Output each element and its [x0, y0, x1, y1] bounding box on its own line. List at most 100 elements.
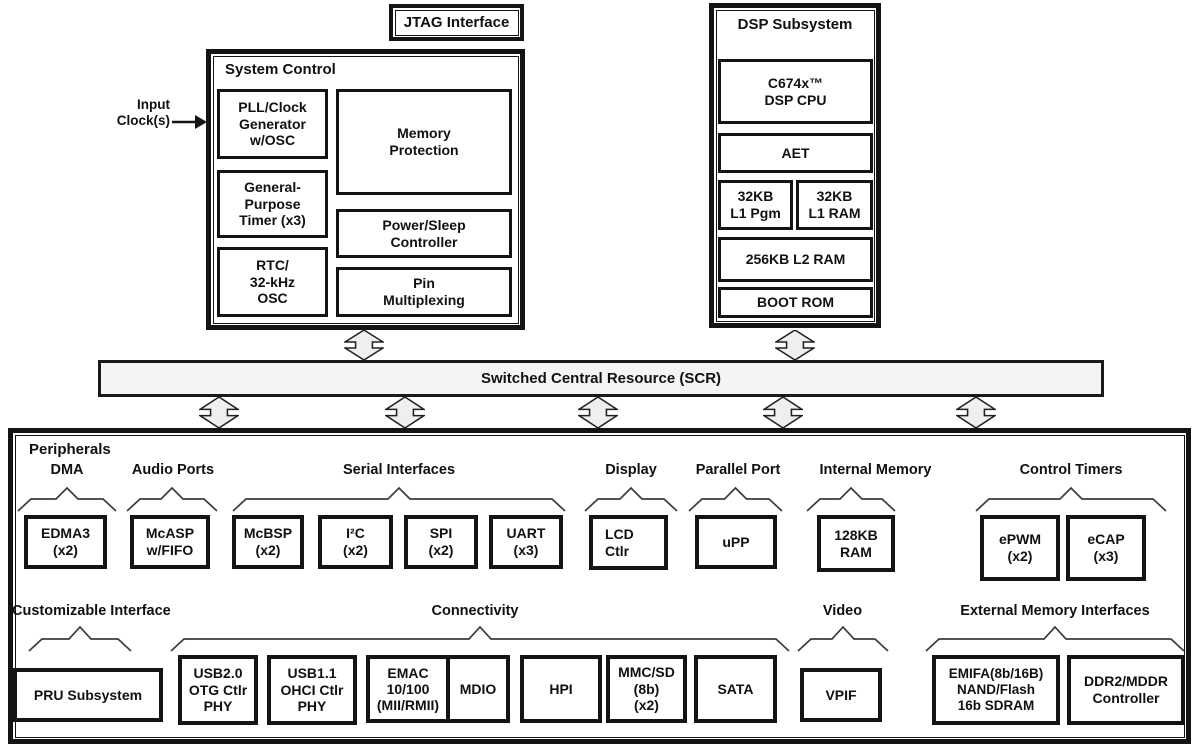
upp-block: uPP — [695, 515, 777, 569]
uart-label: UART (x3) — [506, 525, 546, 558]
l1-ram-block: 32KB L1 RAM — [796, 180, 873, 230]
group-label-audio-ports: Audio Ports — [131, 462, 215, 478]
mcasp-block: McASP w/FIFO — [130, 515, 210, 569]
bidirectional-arrow-icon — [199, 397, 239, 428]
l1-pgm-block: 32KB L1 Pgm — [718, 180, 793, 230]
group-brace-icon — [170, 625, 790, 653]
spi-block: SPI (x2) — [404, 515, 478, 569]
system-control-title: System Control — [225, 61, 336, 78]
emac-label: EMAC 10/100 (MII/RMII) — [376, 664, 440, 714]
group-brace-icon — [688, 486, 783, 513]
group-brace-icon — [584, 486, 678, 513]
mcbsp-label: McBSP (x2) — [243, 525, 293, 558]
usb20-label: USB2.0 OTG Ctlr PHY — [188, 665, 248, 715]
l2-ram-block: 256KB L2 RAM — [718, 237, 873, 282]
gp-timer-block: General- Purpose Timer (x3) — [217, 170, 328, 238]
edma3-label: EDMA3 (x2) — [40, 525, 90, 558]
memory-protection-block: Memory Protection — [336, 89, 512, 195]
power-sleep-controller-block: Power/Sleep Controller — [336, 209, 512, 258]
divider — [446, 659, 450, 719]
group-brace-icon — [232, 486, 566, 513]
i2c-block: I²C (x2) — [318, 515, 393, 569]
aet-block: AET — [718, 133, 873, 173]
group-label-parallel-port: Parallel Port — [695, 462, 781, 478]
l1-ram-label: 32KB L1 RAM — [808, 188, 861, 221]
pru-subsystem-block: PRU Subsystem — [13, 668, 163, 722]
emifa-block: EMIFA(8b/16B) NAND/Flash 16b SDRAM — [932, 655, 1060, 725]
emifa-label: EMIFA(8b/16B) NAND/Flash 16b SDRAM — [948, 666, 1044, 713]
group-label-customizable-interface: Customizable Interface — [12, 603, 171, 619]
bidirectional-arrow-icon — [763, 397, 803, 428]
dsp-subsystem-title: DSP Subsystem — [737, 16, 853, 33]
gp-timer-label: General- Purpose Timer (x3) — [239, 179, 306, 229]
power-sleep-label: Power/Sleep Controller — [382, 216, 466, 250]
ddr2-block: DDR2/MDDR Controller — [1067, 655, 1185, 725]
ecap-block: eCAP (x3) — [1066, 515, 1146, 581]
sata-label: SATA — [717, 680, 754, 697]
mmcsd-label: MMC/SD (8b) (x2) — [618, 664, 675, 714]
bidirectional-arrow-icon — [956, 397, 996, 428]
epwm-label: ePWM (x2) — [999, 531, 1041, 564]
right-arrow-icon — [172, 115, 207, 129]
dsp-cpu-label: C674x™ DSP CPU — [764, 74, 827, 108]
memory-protection-label: Memory Protection — [389, 125, 459, 158]
boot-rom-block: BOOT ROM — [718, 287, 873, 318]
group-label-connectivity: Connectivity — [431, 603, 519, 619]
peripherals-title: Peripherals — [29, 441, 111, 458]
pru-subsystem-label: PRU Subsystem — [33, 686, 143, 703]
group-label-video: Video — [822, 603, 863, 619]
group-brace-icon — [806, 486, 896, 513]
hpi-label: HPI — [549, 680, 573, 697]
rtc-osc-label: RTC/ 32-kHz OSC — [249, 257, 296, 307]
group-label-serial-interfaces: Serial Interfaces — [342, 462, 456, 478]
uart-block: UART (x3) — [489, 515, 563, 569]
group-label-control-timers: Control Timers — [1019, 462, 1123, 478]
rtc-osc-block: RTC/ 32-kHz OSC — [217, 247, 328, 317]
mmcsd-block: MMC/SD (8b) (x2) — [606, 655, 687, 723]
group-label-dma: DMA — [50, 462, 84, 478]
ram128-block: 128KB RAM — [817, 515, 895, 572]
dsp-cpu-block: C674x™ DSP CPU — [718, 59, 873, 124]
pin-multiplexing-block: Pin Multiplexing — [336, 267, 512, 317]
l1-pgm-label: 32KB L1 Pgm — [730, 188, 781, 221]
usb11-label: USB1.1 OHCI Ctlr PHY — [280, 665, 344, 715]
group-brace-icon — [797, 625, 889, 653]
group-brace-icon — [28, 625, 132, 653]
mcasp-label: McASP w/FIFO — [145, 525, 195, 558]
jtag-interface-block: JTAG Interface — [389, 4, 524, 41]
lcd-controller-block: LCD Ctlr — [589, 515, 668, 570]
bidirectional-arrow-icon — [385, 397, 425, 428]
group-brace-icon — [975, 486, 1167, 513]
hpi-block: HPI — [520, 655, 602, 723]
bidirectional-arrow-icon — [775, 330, 815, 360]
pin-multiplexing-label: Pin Multiplexing — [383, 275, 465, 308]
vpif-block: VPIF — [800, 668, 882, 722]
scr-bus-bar: Switched Central Resource (SCR) — [98, 360, 1104, 397]
input-clock-label: Input Clock(s) — [116, 97, 170, 129]
spi-label: SPI (x2) — [428, 525, 454, 558]
boot-rom-label: BOOT ROM — [757, 294, 834, 311]
usb20-block: USB2.0 OTG Ctlr PHY — [178, 655, 258, 725]
upp-label: uPP — [722, 533, 750, 550]
i2c-label: I²C (x2) — [343, 525, 368, 558]
group-brace-icon — [925, 625, 1185, 653]
bidirectional-arrow-icon — [578, 397, 618, 428]
bidirectional-arrow-icon — [344, 330, 384, 360]
group-brace-icon — [126, 486, 218, 513]
ddr2-label: DDR2/MDDR Controller — [1084, 673, 1168, 706]
group-brace-icon — [17, 486, 117, 513]
ecap-label: eCAP (x3) — [1087, 531, 1125, 564]
mcbsp-block: McBSP (x2) — [232, 515, 304, 569]
scr-label: Switched Central Resource (SCR) — [480, 370, 722, 387]
mdio-label: MDIO — [459, 680, 497, 697]
vpif-label: VPIF — [825, 686, 857, 703]
pll-label: PLL/Clock Generator w/OSC — [238, 99, 307, 149]
pll-clock-generator-block: PLL/Clock Generator w/OSC — [217, 89, 328, 159]
mdio-block: MDIO — [450, 659, 506, 719]
sata-block: SATA — [694, 655, 777, 723]
edma3-block: EDMA3 (x2) — [24, 515, 107, 569]
ram128-label: 128KB RAM — [834, 526, 878, 560]
group-label-external-memory: External Memory Interfaces — [960, 603, 1150, 619]
aet-label: AET — [781, 144, 810, 161]
